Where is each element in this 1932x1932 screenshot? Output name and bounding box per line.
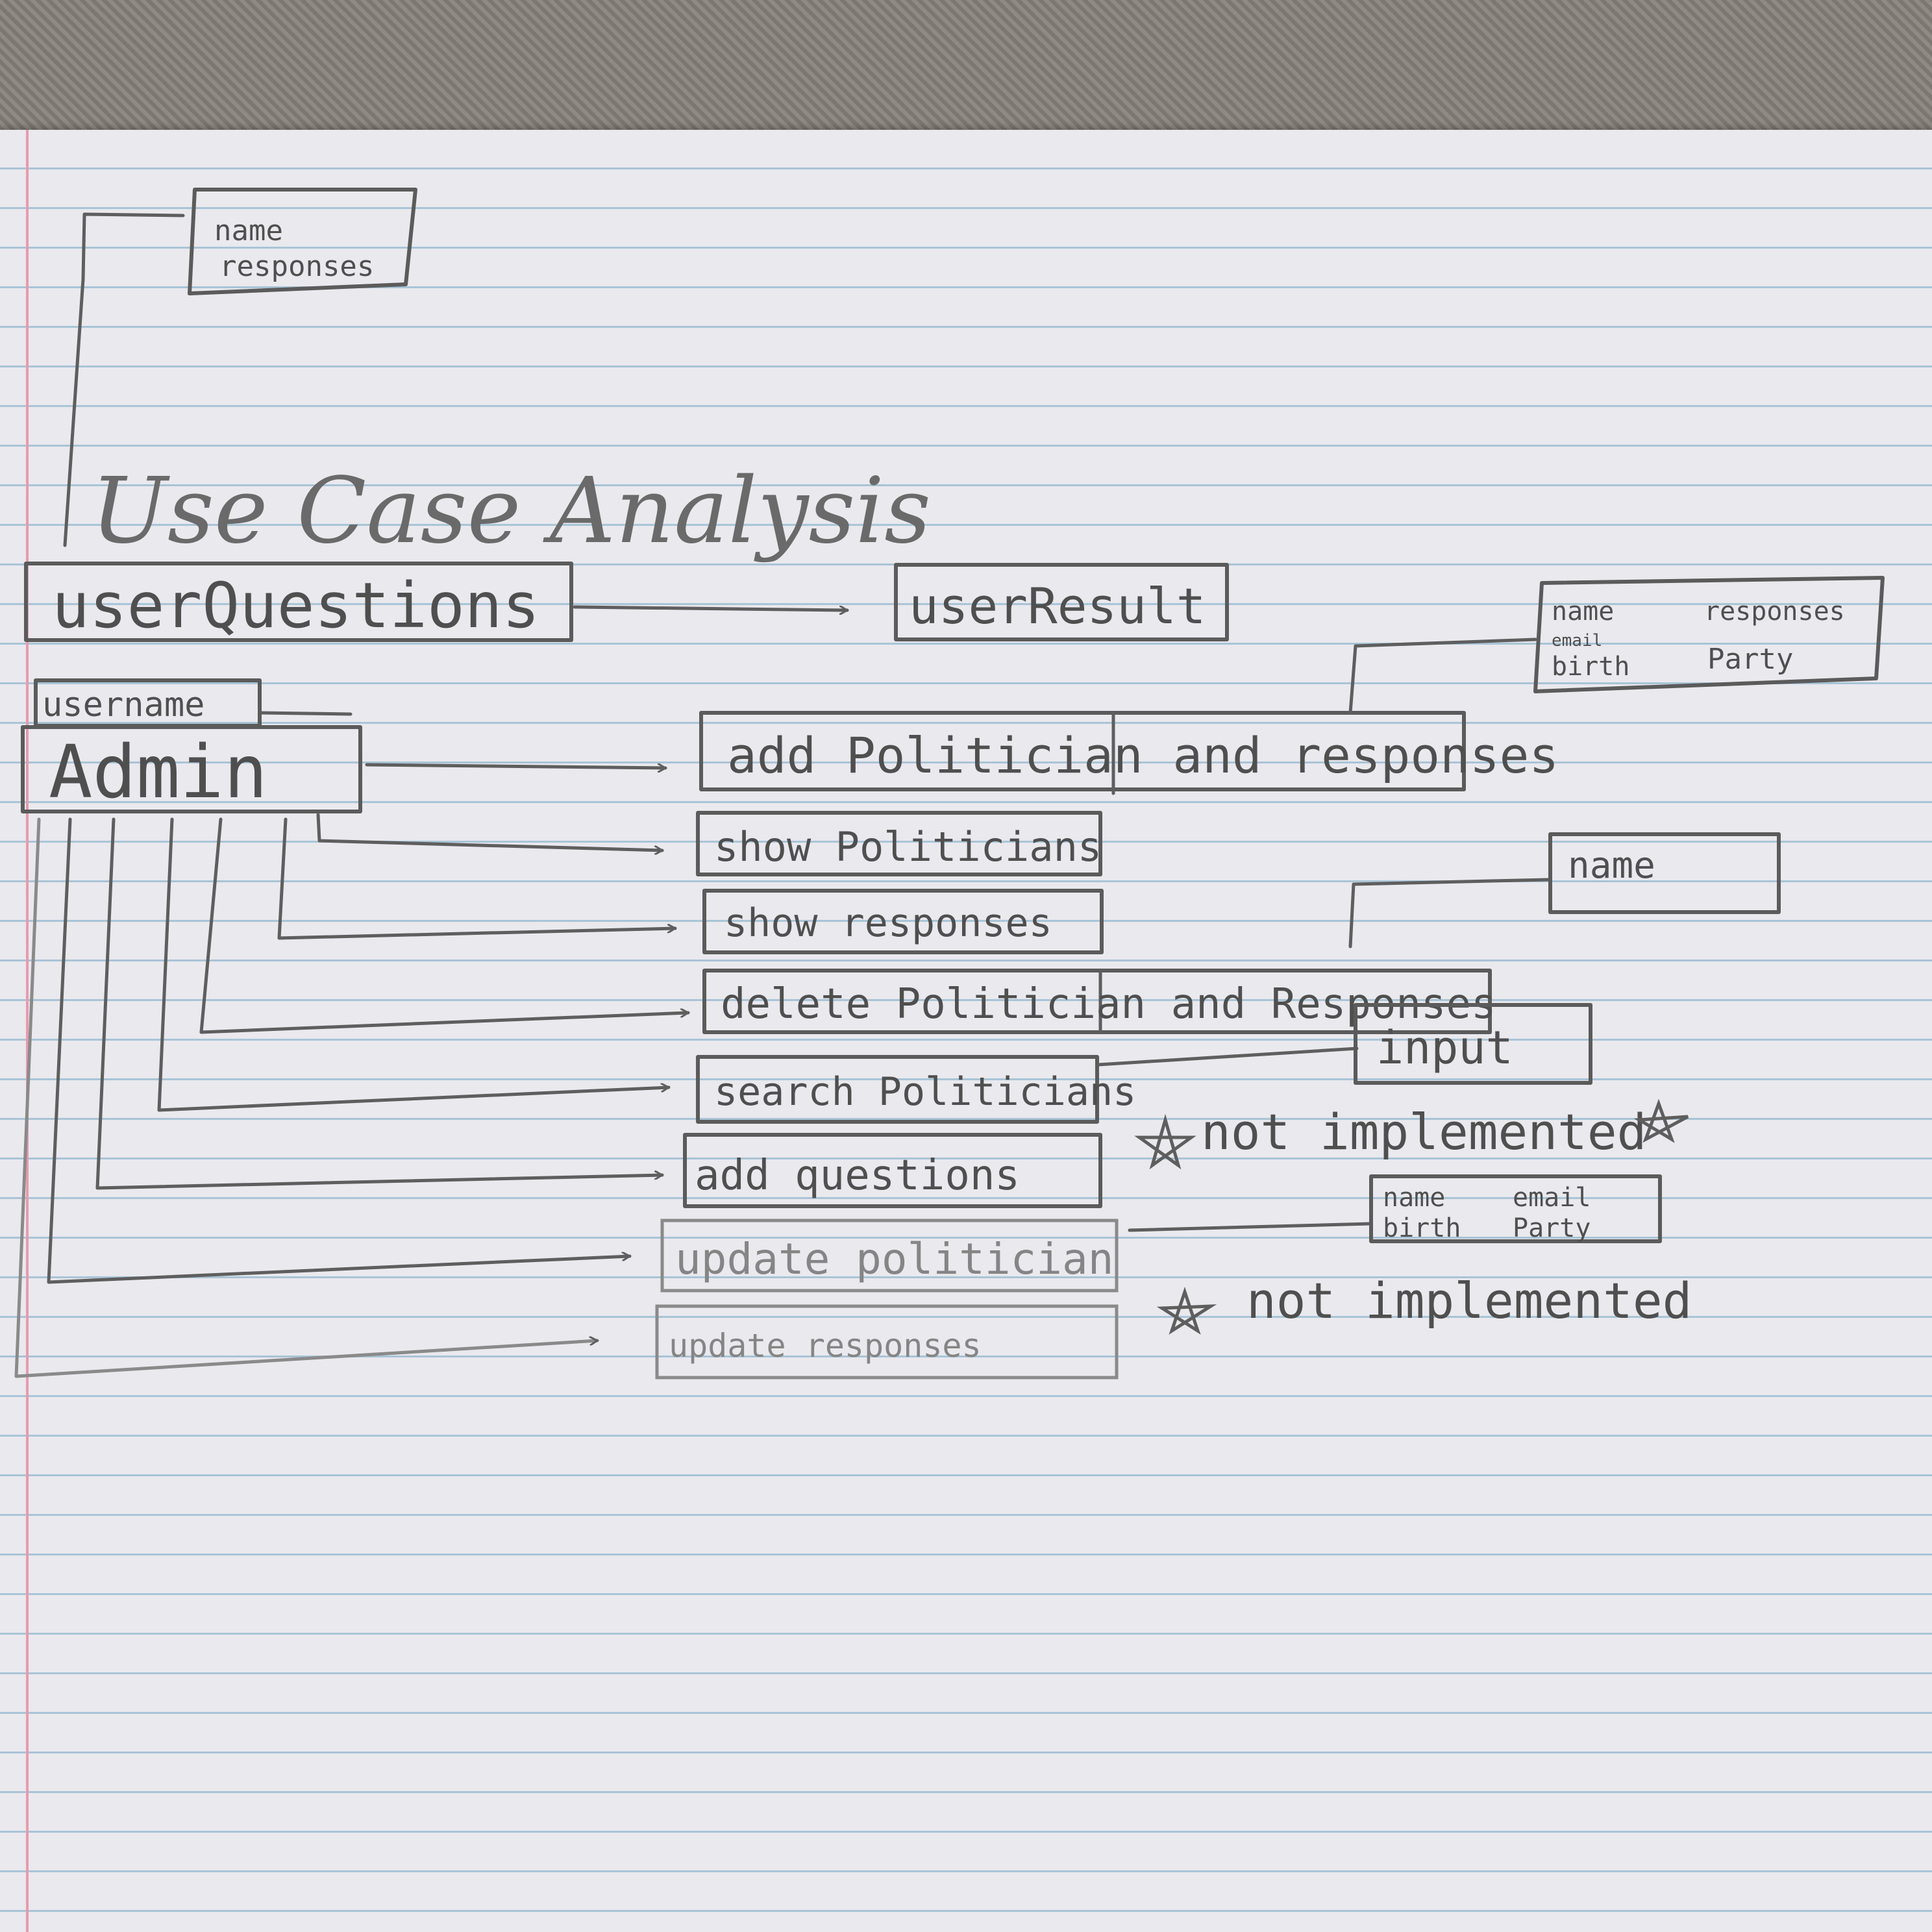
top-note-responses: responses bbox=[219, 250, 374, 283]
detail-add-name: name bbox=[1552, 597, 1614, 626]
arrow-to-show-politicians bbox=[316, 813, 664, 850]
detail-search: input bbox=[1096, 1003, 1592, 1085]
detail-show-responses: name bbox=[1348, 832, 1781, 948]
admin-actor: Admin bbox=[21, 725, 362, 815]
detail-add-box bbox=[1533, 576, 1885, 693]
admin-box bbox=[21, 725, 362, 813]
detail-add-politician: name responses email Party birth bbox=[1348, 576, 1885, 715]
detail-search-connector bbox=[1096, 1046, 1359, 1067]
arrow-to-update-politician bbox=[47, 817, 632, 1284]
user-result-label: userResult bbox=[909, 577, 1206, 635]
show-responses-label: show responses bbox=[724, 900, 1052, 946]
user-questions-box bbox=[24, 562, 573, 642]
page-title: Use Case Analysis bbox=[91, 458, 931, 564]
not-implemented-note-1: not implemented bbox=[1134, 1098, 1689, 1170]
update-politician-box bbox=[660, 1219, 1119, 1293]
star-icon bbox=[1156, 1287, 1217, 1335]
show-politicians-box bbox=[696, 811, 1102, 876]
star-icon bbox=[1134, 1113, 1196, 1170]
user-result-box bbox=[894, 563, 1229, 641]
detail-update-birth: birth bbox=[1383, 1213, 1461, 1243]
update-responses-label: update responses bbox=[669, 1327, 982, 1365]
search-politicians-box bbox=[696, 1055, 1099, 1124]
user-result-node: userResult bbox=[894, 563, 1229, 641]
add-politician-label: add Politician and responses bbox=[727, 726, 1559, 784]
use-case-show-politicians: show Politicians bbox=[696, 811, 1102, 876]
top-note-connector bbox=[63, 212, 185, 547]
use-case-search-politicians: search Politicians bbox=[696, 1055, 1136, 1124]
show-responses-box bbox=[702, 889, 1104, 954]
use-case-add-questions: add questions bbox=[683, 1133, 1102, 1208]
detail-update-name: name bbox=[1383, 1183, 1445, 1213]
top-note-name: name bbox=[214, 214, 283, 247]
arrow-to-search-politicians bbox=[157, 817, 671, 1112]
arrow-to-add-questions bbox=[95, 817, 664, 1190]
show-politicians-label: show Politicians bbox=[714, 823, 1102, 871]
arrow-to-update-responses bbox=[14, 817, 599, 1378]
search-politicians-label: search Politicians bbox=[714, 1069, 1136, 1115]
detail-update-politician: name email birth Party bbox=[1128, 1174, 1662, 1243]
add-politician-box bbox=[699, 711, 1466, 791]
detail-update-connector bbox=[1128, 1222, 1372, 1232]
detail-input-box bbox=[1354, 1003, 1592, 1085]
arrow-to-delete-politician bbox=[199, 817, 690, 1034]
username-node: username bbox=[34, 678, 353, 728]
user-questions-label: userQuestions bbox=[52, 569, 539, 642]
username-underline bbox=[258, 711, 353, 716]
admin-label: Admin bbox=[49, 730, 267, 815]
username-label: username bbox=[42, 686, 204, 724]
detail-add-birth: birth bbox=[1552, 652, 1629, 682]
arrow-user-questions-to-result bbox=[573, 605, 849, 610]
paper-margin-line bbox=[26, 130, 29, 1932]
not-implemented-2-label: not implemented bbox=[1246, 1272, 1692, 1330]
detail-name-label: name bbox=[1568, 845, 1655, 887]
detail-add-connector bbox=[1348, 638, 1537, 715]
arrow-to-show-responses bbox=[277, 817, 677, 940]
update-responses-box bbox=[655, 1304, 1119, 1380]
add-questions-label: add questions bbox=[695, 1152, 1020, 1200]
use-case-update-responses: update responses bbox=[655, 1304, 1119, 1380]
star-icon bbox=[1633, 1098, 1689, 1143]
top-note-box bbox=[188, 188, 417, 295]
arrow-to-add-politician bbox=[365, 763, 667, 768]
delete-politician-box bbox=[702, 969, 1492, 1034]
detail-add-email: email bbox=[1552, 631, 1602, 650]
detail-add-responses: responses bbox=[1704, 597, 1845, 626]
add-questions-box bbox=[683, 1133, 1102, 1208]
use-case-show-responses: show responses bbox=[702, 889, 1104, 954]
detail-update-box bbox=[1369, 1174, 1662, 1243]
detail-show-responses-connector bbox=[1348, 878, 1550, 948]
detail-name-box bbox=[1548, 832, 1781, 914]
not-implemented-1-label: not implemented bbox=[1201, 1103, 1646, 1161]
use-case-add-politician: add Politician and responses bbox=[699, 711, 1559, 795]
not-implemented-note-2: not implemented bbox=[1156, 1272, 1692, 1335]
update-politician-label: update politician bbox=[675, 1234, 1114, 1284]
detail-add-party: Party bbox=[1707, 643, 1793, 676]
user-questions-node: userQuestions bbox=[24, 562, 573, 642]
use-case-update-politician: update politician bbox=[660, 1219, 1119, 1293]
top-note: name responses bbox=[63, 188, 417, 547]
detail-update-email: email bbox=[1513, 1183, 1591, 1213]
detail-update-party: Party bbox=[1513, 1213, 1591, 1243]
detail-input-label: input bbox=[1376, 1021, 1513, 1074]
